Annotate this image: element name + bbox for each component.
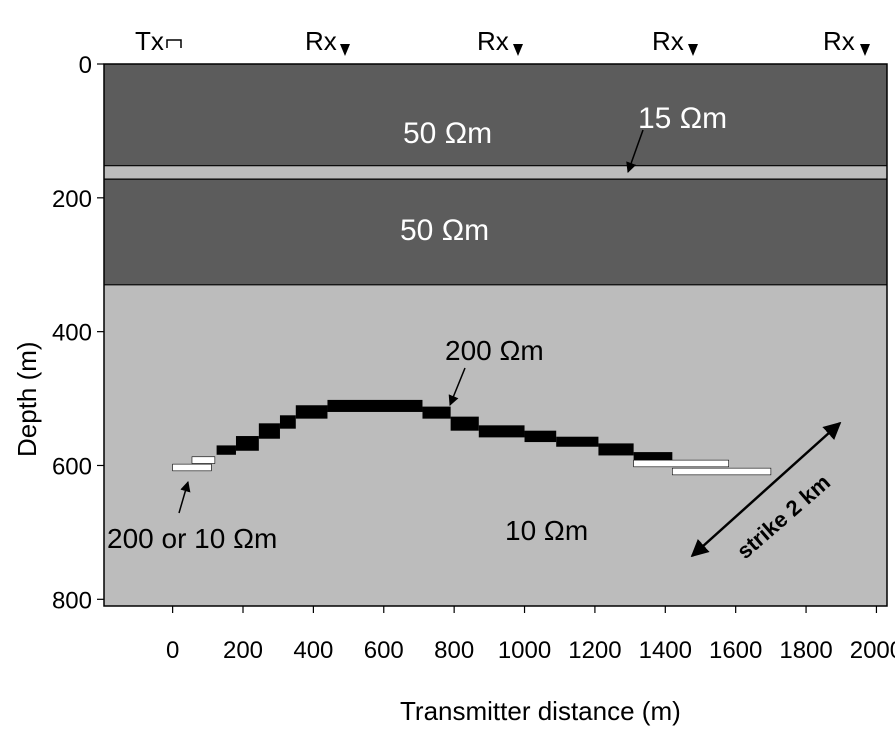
receiver-triangle-icon bbox=[340, 44, 350, 56]
receiver-marker-2: Rx bbox=[477, 26, 523, 56]
y-tick-label: 200 bbox=[52, 186, 92, 213]
uncertain-label: 200 or 10 Ωm bbox=[107, 523, 277, 554]
thin-layer-label: 15 Ωm bbox=[638, 102, 727, 135]
reflector-block-13 bbox=[633, 452, 673, 461]
receiver-marker-3: Rx bbox=[652, 26, 698, 56]
reflector-block-7 bbox=[422, 406, 451, 419]
receiver-triangle-icon bbox=[860, 44, 870, 56]
y-tick-label: 0 bbox=[79, 52, 92, 79]
reflector-block-4 bbox=[279, 415, 296, 429]
uncertain-block-2 bbox=[172, 463, 212, 472]
transmitter-label: Tx bbox=[135, 26, 164, 56]
host-layer-label: 10 Ωm bbox=[505, 515, 588, 546]
reflector-block-3 bbox=[258, 423, 280, 439]
uncertain-block-3 bbox=[633, 459, 729, 468]
y-tick-label: 600 bbox=[52, 453, 92, 480]
reflector-block-1 bbox=[216, 445, 236, 455]
reflector-block-6 bbox=[327, 399, 423, 412]
y-axis-ticks: 0 200 400 600 800 bbox=[52, 52, 104, 614]
y-axis-title: Depth (m) bbox=[12, 341, 42, 457]
reflector-block-5 bbox=[295, 405, 328, 419]
receiver-label-2: Rx bbox=[477, 26, 509, 56]
receiver-triangle-icon bbox=[513, 44, 523, 56]
transmitter-marker: Tx bbox=[135, 26, 182, 56]
receiver-marker-1: Rx bbox=[305, 26, 350, 56]
x-tick-label: 1200 bbox=[568, 637, 621, 664]
survey-markers: Tx Rx Rx Rx Rx bbox=[135, 26, 870, 56]
reflector-arrow bbox=[448, 367, 466, 406]
layer-2 bbox=[104, 165, 887, 180]
receiver-marker-4: Rx bbox=[823, 26, 870, 56]
x-tick-label: 200 bbox=[223, 637, 263, 664]
layer-3 bbox=[104, 179, 887, 285]
x-tick-label: 0 bbox=[166, 637, 179, 664]
reflector-block-12 bbox=[598, 443, 634, 456]
layer-label-top: 50 Ωm bbox=[403, 117, 492, 150]
x-tick-label: 400 bbox=[293, 637, 333, 664]
strike-arrow bbox=[690, 421, 842, 558]
reflector-block-2 bbox=[235, 436, 259, 451]
receiver-triangle-icon bbox=[688, 44, 698, 56]
receiver-label-3: Rx bbox=[652, 26, 684, 56]
x-tick-label: 1800 bbox=[779, 637, 832, 664]
x-tick-label: 800 bbox=[434, 637, 474, 664]
reflector-block-9 bbox=[478, 425, 525, 438]
reflector-block-8 bbox=[450, 416, 479, 431]
thin-layer-arrow bbox=[626, 129, 644, 173]
x-tick-label: 1000 bbox=[498, 637, 551, 664]
reflector-200-ohm bbox=[216, 399, 673, 461]
plot-frame bbox=[103, 63, 888, 607]
layer-label-middle: 50 Ωm bbox=[400, 214, 489, 247]
uncertain-block-4 bbox=[672, 467, 772, 476]
layer-1 bbox=[104, 64, 887, 166]
uncertain-arrow bbox=[178, 480, 191, 514]
receiver-label-4: Rx bbox=[823, 26, 855, 56]
x-tick-label: 1600 bbox=[709, 637, 762, 664]
receiver-label-1: Rx bbox=[305, 26, 337, 56]
uncertain-block-1 bbox=[191, 456, 216, 464]
y-tick-label: 400 bbox=[52, 320, 92, 347]
x-axis-title: Transmitter distance (m) bbox=[400, 696, 681, 726]
reflector-label: 200 Ωm bbox=[445, 335, 544, 366]
x-tick-label: 600 bbox=[364, 637, 404, 664]
y-tick-label: 800 bbox=[52, 587, 92, 614]
reflector-block-10 bbox=[524, 430, 557, 443]
transmitter-icon bbox=[166, 39, 182, 48]
reflector-block-11 bbox=[556, 436, 599, 447]
x-tick-label: 1400 bbox=[639, 637, 692, 664]
